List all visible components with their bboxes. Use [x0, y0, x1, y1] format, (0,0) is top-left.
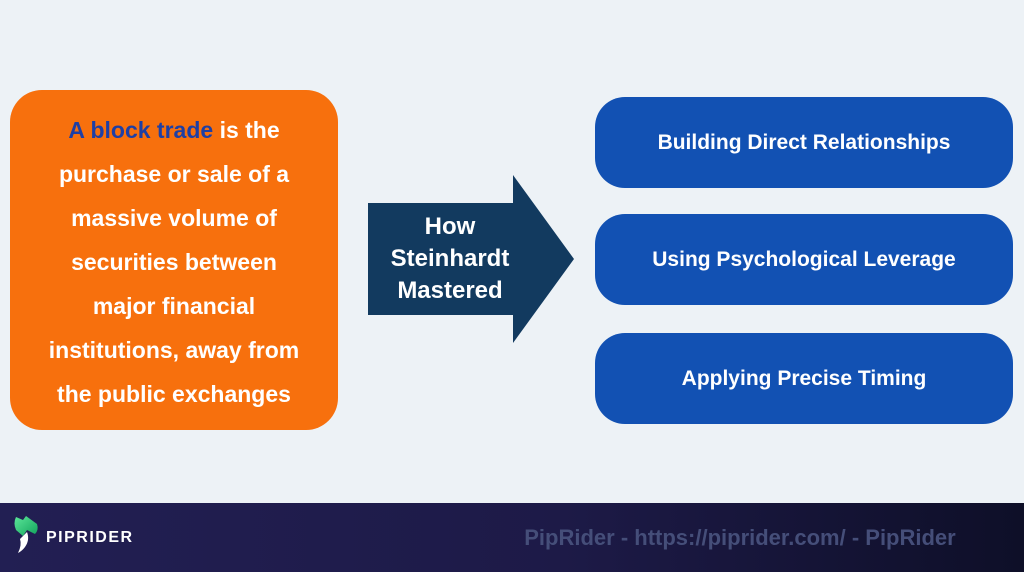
- arrow-label: How Steinhardt Mastered: [368, 203, 532, 315]
- block-trade-definition-card: A block trade is the purchase or sale of…: [10, 90, 338, 430]
- topic-box-using-psychological-leverage: Using Psychological Leverage: [595, 214, 1013, 305]
- brand-name: PIPRIDER: [46, 528, 134, 546]
- arrow-label-line-1: How: [424, 213, 476, 240]
- footer-bar: PIPRIDER PipRider - https://piprider.com…: [0, 503, 1024, 572]
- definition-line-1: A block trade is the: [10, 108, 338, 152]
- definition-line-6: institutions, away from: [48, 337, 300, 363]
- arrow-label-line-2: Steinhardt: [390, 245, 510, 272]
- topic-box-applying-precise-timing: Applying Precise Timing: [595, 333, 1013, 424]
- piprider-horse-logo-icon: [13, 516, 39, 559]
- definition-line-5: major financial: [92, 293, 256, 319]
- topic-box-label: Using Psychological Leverage: [652, 247, 956, 271]
- definition-line-3: massive volume of: [71, 205, 277, 231]
- definition-line-4: securities between: [71, 249, 277, 275]
- topic-box-label: Applying Precise Timing: [681, 366, 927, 390]
- definition-line-2: purchase or sale of a: [58, 161, 290, 187]
- arrow-shape: How Steinhardt Mastered: [368, 175, 574, 343]
- footer-credit-text: PipRider - https://piprider.com/ - PipRi…: [524, 524, 956, 550]
- topic-box-building-direct-relationships: Building Direct Relationships: [595, 97, 1013, 188]
- arrow-label-line-3: Mastered: [397, 277, 503, 304]
- definition-line-1-rest: is the: [213, 117, 280, 143]
- definition-line-7: the public exchanges: [57, 381, 291, 407]
- highlighted-term: A block trade: [68, 117, 214, 143]
- brand: PIPRIDER: [13, 503, 134, 572]
- topic-box-label: Building Direct Relationships: [657, 130, 951, 154]
